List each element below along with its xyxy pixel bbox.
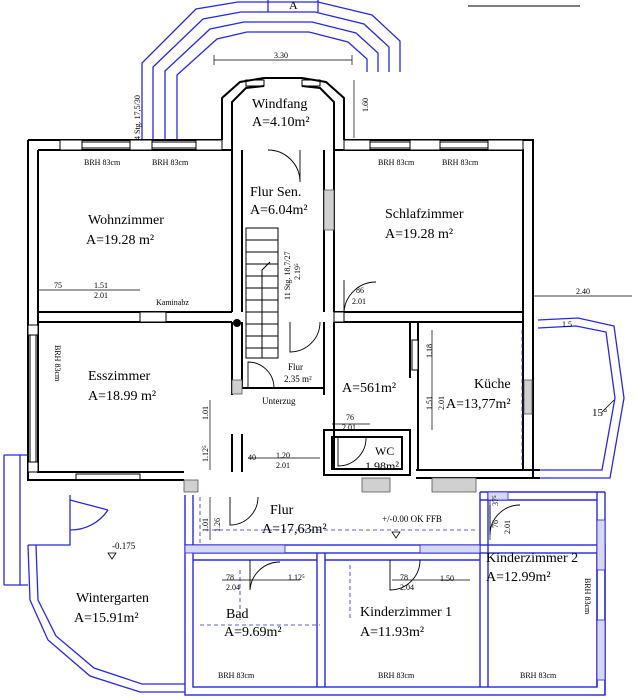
dim-120: 1.20 xyxy=(276,451,290,460)
room-name-schlafzimmer: Schlafzimmer xyxy=(385,207,464,222)
dim-201-schlaf: 2.01 xyxy=(352,297,366,306)
room-name-flur-main: Flur xyxy=(270,503,294,518)
dim-15: 1.5 xyxy=(562,320,572,329)
label-brh-1: BRH 83cm xyxy=(84,158,121,167)
label-level: +/-0.00 OK FFB xyxy=(382,514,442,524)
label-brh-5: BRH 83cm xyxy=(218,671,255,680)
dim-78b: 78 xyxy=(400,573,408,582)
bottom-walls-hatch xyxy=(184,491,606,681)
label-unterzug: Unterzug xyxy=(262,396,296,406)
room-area-esszimmer: A=18.99 m² xyxy=(88,389,156,404)
label-brh-6: BRH 83cm xyxy=(378,671,415,680)
room-area-wc: 1.98m² xyxy=(365,459,399,473)
room-area-bad: A=9.69m² xyxy=(224,625,282,640)
dim-118: 1.18 xyxy=(425,344,434,358)
dim-204: 2.04 xyxy=(226,583,240,592)
room-area-wintergarten: A=15.91m² xyxy=(74,611,139,626)
room-name-bad: Bad xyxy=(226,607,249,622)
dim-126: 1.26 xyxy=(213,518,222,532)
wall-fills xyxy=(27,139,524,473)
room-area-kinderzimmer-1: A=11.93m² xyxy=(360,625,424,640)
label-brh-vertical-left: BRH 83cm xyxy=(53,345,62,382)
label-front-stair: 4 Stg. 17,5/30 xyxy=(133,95,142,140)
room-name-windfang: Windfang xyxy=(252,97,307,112)
dim-151: 1.51 xyxy=(94,281,108,290)
label-angle: 15° xyxy=(592,407,607,419)
room-name-flur-small: Flur xyxy=(288,362,303,372)
room-name-kinderzimmer-1: Kinderzimmer 1 xyxy=(360,605,452,620)
room-name-kinderzimmer-2: Kinderzimmer 2 xyxy=(486,551,578,566)
room-area-flur-sen: A=6.04m² xyxy=(250,203,308,218)
front-steps-outline xyxy=(141,0,401,140)
dim-375: 37⁵ xyxy=(491,495,500,506)
label-brh-7: BRH 83cm xyxy=(520,671,557,680)
dim-201-wc: 2.01 xyxy=(342,423,356,432)
room-area-flur-small: 2.35 m² xyxy=(284,374,312,384)
staircase xyxy=(245,227,279,359)
dim-204b: 2.04 xyxy=(400,583,414,592)
room-area-wohnzimmer: A=19.28 m² xyxy=(86,233,154,248)
section-marker: A xyxy=(289,0,298,12)
label-brh-4: BRH 83cm xyxy=(442,158,479,167)
dim-112b: 1.12⁵ xyxy=(288,573,305,582)
room-area-kueche: A=13,77m² xyxy=(446,397,511,412)
room-name-esszimmer: Esszimmer xyxy=(88,369,151,384)
dim-201-esszimmer: 2.01 xyxy=(276,461,290,470)
label-brh-vertical-right: BRH 83cm xyxy=(583,578,592,615)
room-area-flur-main: A=17,63m² xyxy=(262,522,327,537)
room-name-wintergarten: Wintergarten xyxy=(76,591,149,606)
dim-76: 76 xyxy=(346,413,354,422)
dim-150: 1.50 xyxy=(440,574,454,583)
dim-160: 1.60 xyxy=(361,98,370,112)
wintergarten-outline xyxy=(3,454,185,693)
dim-240: 2.40 xyxy=(576,287,590,296)
dim-201: 2.01 xyxy=(94,291,108,300)
dashed-lines xyxy=(199,330,523,626)
room-name-kueche: Küche xyxy=(474,377,511,392)
dimension-lines xyxy=(38,55,632,581)
label-stair-vertical: 11 Stg. 18,7/27 xyxy=(283,251,292,300)
dim-86: 86 xyxy=(356,286,364,295)
chimney-icon xyxy=(233,319,241,327)
label-brh-3: BRH 83cm xyxy=(378,158,415,167)
room-name-flur-sen: Flur Sen. xyxy=(250,185,301,200)
hatched-walls xyxy=(183,189,533,493)
room-area-kinderzimmer-2: A=12.99m² xyxy=(486,570,551,585)
dim-330: 3.30 xyxy=(274,51,288,60)
dim-101: 1.01 xyxy=(201,406,210,420)
kueche-bay xyxy=(537,317,625,479)
windows xyxy=(29,79,489,481)
level-markers xyxy=(107,399,615,560)
dim-76b: 76 xyxy=(491,520,500,528)
dim-40: 40 xyxy=(248,453,256,462)
dim-201-kinder: 2.01 xyxy=(503,520,512,534)
label-kaminabzug: Kaminabz xyxy=(156,298,189,307)
dim-101b: 1.01 xyxy=(201,518,210,532)
dim-151b: 1.51 xyxy=(425,396,434,410)
room-area-center: A=561m² xyxy=(342,381,396,396)
dim-201b: 2.01 xyxy=(437,396,446,410)
dim-219: 2.19⁵ xyxy=(293,263,302,280)
label-wintergarten-level: -0.175 xyxy=(112,541,136,551)
label-brh-2: BRH 83cm xyxy=(152,158,189,167)
room-name-wohnzimmer: Wohnzimmer xyxy=(88,213,164,228)
dim-78: 78 xyxy=(226,573,234,582)
dim-75: 75 xyxy=(54,281,62,290)
room-area-windfang: A=4.10m² xyxy=(252,115,310,130)
room-name-wc: WC xyxy=(375,444,394,458)
room-area-schlafzimmer: A=19.28 m² xyxy=(385,227,453,242)
dim-112: 1.12⁵ xyxy=(201,445,210,462)
